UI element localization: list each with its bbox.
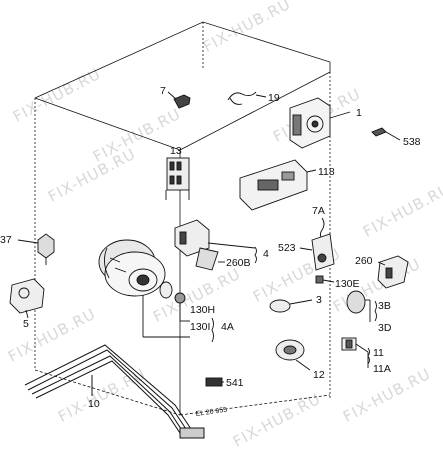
callout-12: 12 — [313, 369, 325, 381]
part-7-clip — [167, 91, 191, 109]
part-541-bracket — [205, 377, 224, 387]
callout-3d: 3D — [378, 322, 392, 334]
callout-7a: 7A — [312, 205, 325, 217]
callout-11: 11 — [373, 347, 384, 359]
callout-4: 4 — [263, 248, 269, 260]
part-538-connector — [371, 127, 401, 141]
callout-19: 19 — [268, 92, 280, 104]
part-130e-bush — [315, 275, 335, 284]
part-3-thermostat — [269, 299, 313, 313]
part-260-bracket — [377, 255, 409, 289]
part-10-heating-element — [24, 344, 205, 439]
callout-3b: 3B — [378, 300, 391, 312]
part-130h-pulley — [159, 281, 190, 322]
callout-538: 538 — [403, 136, 421, 148]
part-37-valve — [17, 233, 55, 265]
part-4-motor-bracket — [174, 219, 256, 271]
motor — [98, 239, 190, 338]
callout-3: 3 — [316, 294, 322, 306]
part-13-connector-block — [165, 157, 190, 200]
callout-13: 13 — [170, 145, 182, 157]
part-19-wire — [227, 91, 267, 105]
callout-1: 1 — [356, 107, 362, 119]
brace-lines — [211, 246, 377, 365]
callout-37: 37 — [0, 234, 12, 246]
callout-260: 260 — [355, 255, 373, 267]
callout-541: 541 — [226, 377, 244, 389]
diagram-stamp: EL 20 955 — [195, 407, 227, 418]
callout-130e: 130E — [335, 278, 360, 290]
part-118-board — [239, 159, 317, 211]
part-1-programmer — [289, 97, 351, 149]
callout-7: 7 — [160, 85, 166, 97]
callout-labels: 7 19 1 538 13 118 7A 4 260B 523 260 130E… — [0, 85, 421, 418]
callout-260b: 260B — [226, 257, 251, 269]
callout-11a: 11A — [373, 363, 391, 375]
part-3b-thermostat — [346, 290, 371, 322]
callout-5: 5 — [23, 318, 29, 330]
part-523-switch — [299, 233, 335, 271]
callout-10: 10 — [88, 398, 100, 410]
callout-4a: 4A — [221, 321, 234, 333]
callout-118: 118 — [318, 166, 335, 178]
part-12-pressure-switch — [275, 339, 311, 371]
callout-130i: 130I — [190, 321, 210, 333]
callout-130h: 130H — [190, 304, 215, 316]
part-11-filter — [341, 337, 369, 368]
callout-523: 523 — [278, 242, 296, 254]
part-5-valve-assembly — [9, 278, 45, 319]
cabinet-outline — [34, 21, 331, 416]
